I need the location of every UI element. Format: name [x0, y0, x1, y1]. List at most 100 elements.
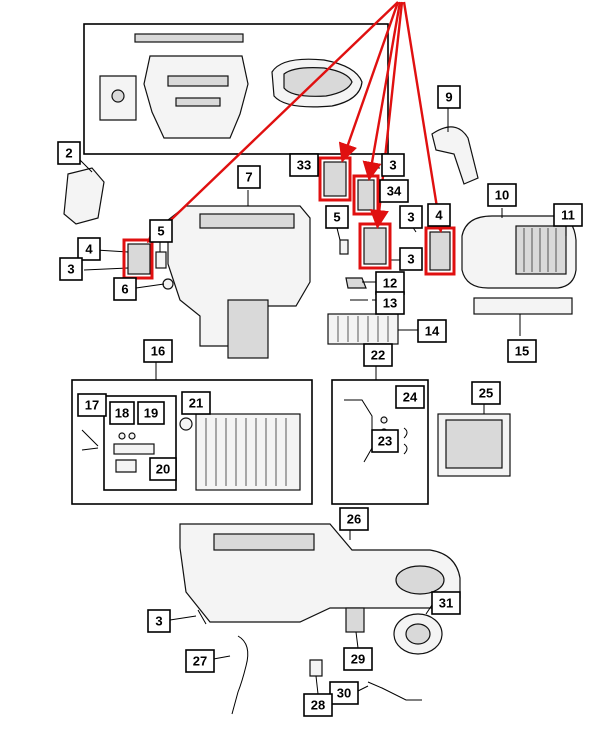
actuator-group: [127, 161, 451, 275]
bezel-slot: [167, 75, 229, 87]
center-bezel-part: [143, 55, 249, 139]
callout-5-a: 5: [149, 219, 173, 243]
clip-part-24a: [403, 427, 408, 439]
svg-text:14: 14: [425, 324, 440, 339]
clip-part-5a: [155, 251, 167, 269]
hvac-housing-lower: [179, 523, 461, 623]
svg-text:3: 3: [155, 614, 162, 629]
callout-22: 22: [363, 343, 393, 367]
svg-text:27: 27: [193, 654, 207, 669]
callout-23: 23: [371, 429, 399, 453]
blower-motor-part-31: [393, 613, 443, 655]
callout-33: 33: [289, 153, 319, 177]
svg-text:30: 30: [337, 686, 351, 701]
callout-3-c: 3: [59, 257, 83, 281]
callout-5-b: 5: [325, 205, 349, 229]
callout-21: 21: [181, 391, 211, 415]
svg-text:9: 9: [445, 90, 452, 105]
callout-9: 9: [437, 85, 461, 109]
svg-text:16: 16: [151, 344, 165, 359]
actuator-right: [429, 231, 451, 271]
grommet-part-6: [162, 278, 174, 290]
svg-text:10: 10: [495, 188, 509, 203]
callout-7: 7: [237, 165, 261, 189]
top-group-frame: [83, 23, 389, 155]
heater-core-25-core: [445, 419, 503, 469]
svg-text:13: 13: [383, 296, 397, 311]
svg-text:5: 5: [157, 224, 164, 239]
svg-text:21: 21: [189, 396, 203, 411]
callout-16: 16: [143, 339, 173, 363]
evaporator-part-14: [327, 313, 399, 345]
svg-text:25: 25: [479, 386, 493, 401]
bracket-part-2: [63, 167, 105, 225]
callout-25: 25: [471, 381, 501, 405]
blower-tube-assembly: [461, 215, 577, 289]
svg-text:6: 6: [121, 282, 128, 297]
callout-4-b: 4: [427, 203, 451, 227]
tube-group: [331, 379, 429, 505]
actuator-34: [357, 179, 375, 211]
lower-housing-rail: [213, 533, 315, 551]
housing-top-rail: [199, 213, 295, 229]
callout-24: 24: [395, 385, 425, 409]
blower-hub: [405, 623, 431, 645]
svg-text:34: 34: [387, 184, 402, 199]
heater-core-pipe: [179, 417, 193, 431]
svg-text:22: 22: [371, 348, 385, 363]
svg-text:33: 33: [297, 158, 311, 173]
evaporator-body: [327, 313, 399, 345]
callout-10: 10: [487, 183, 517, 207]
group-18-20-subframe: [103, 395, 177, 491]
actuator-mid: [363, 227, 387, 265]
callout-20: 20: [149, 457, 177, 481]
callout-27: 27: [185, 649, 215, 673]
callout-29: 29: [343, 647, 373, 671]
callout-19: 19: [137, 401, 165, 425]
callout-3-b: 3: [399, 205, 423, 229]
svg-text:12: 12: [383, 276, 397, 291]
group-16-frame: [71, 379, 313, 505]
svg-text:26: 26: [347, 512, 361, 527]
bracket-part-9: [431, 126, 479, 185]
svg-text:5: 5: [333, 210, 340, 225]
svg-text:7: 7: [245, 170, 252, 185]
heater-core-group: [71, 379, 313, 505]
svg-text:31: 31: [439, 596, 453, 611]
switch-knob: [111, 89, 125, 103]
red-arrow-to-actuator-33: [338, 1, 400, 163]
callout-4-a: 4: [77, 237, 101, 261]
screw-part-17b: [81, 447, 99, 451]
callout-6: 6: [113, 277, 137, 301]
callout-26: 26: [339, 507, 369, 531]
svg-text:4: 4: [435, 208, 443, 223]
actuator-left: [127, 243, 151, 275]
callout-3-a: 3: [381, 153, 405, 177]
seal-part-18a: [118, 432, 126, 440]
svg-text:29: 29: [351, 652, 365, 667]
callout-12: 12: [375, 271, 405, 295]
callout-11: 11: [553, 203, 583, 227]
seal-part-19: [113, 443, 155, 455]
top-assembly-group: [83, 23, 389, 155]
callout-17: 17: [77, 393, 107, 417]
clip-part-20: [115, 459, 137, 473]
bezel-slot-2: [175, 97, 221, 107]
actuator-33: [323, 161, 347, 197]
red-arrow-to-right-actuator: [402, 1, 448, 234]
svg-text:4: 4: [85, 242, 93, 257]
clip-part-24b: [403, 443, 408, 455]
filter-part-15: [473, 297, 573, 315]
screw-part-3-lower: [197, 609, 207, 625]
housing-outlet: [227, 299, 269, 359]
red-arrow-to-actuator-34: [362, 1, 402, 182]
screw-part-17a: [81, 429, 99, 447]
callout-34: 34: [379, 179, 409, 203]
blower-tube-grille: [515, 225, 567, 275]
callout-2: 2: [57, 141, 81, 165]
svg-text:3: 3: [67, 262, 74, 277]
hose-part-27: [231, 635, 249, 715]
svg-text:2: 2: [65, 146, 72, 161]
highlight-box-actuator-33: [318, 156, 352, 202]
callout-31: 31: [431, 591, 461, 615]
